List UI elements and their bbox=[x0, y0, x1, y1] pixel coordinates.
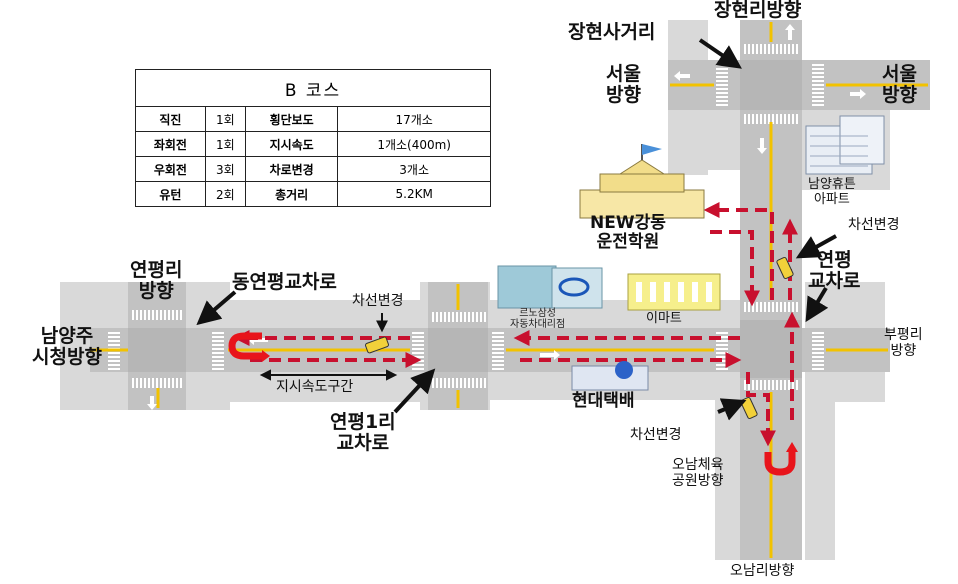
lane-change-cars bbox=[365, 256, 794, 420]
speed-zone-bracket bbox=[259, 369, 398, 381]
hyundai-delivery-building bbox=[571, 361, 649, 391]
table-row: 직진 1회 횡단보도 17개소 bbox=[135, 106, 491, 132]
table-key: 총거리 bbox=[244, 181, 339, 207]
table-value: 3회 bbox=[204, 156, 246, 182]
course-summary-table: B 코스 직진 1회 횡단보도 17개소 좌회전 1회 지시속도 1개소(400… bbox=[135, 69, 491, 207]
table-value: 1회 bbox=[204, 131, 246, 157]
table-value: 1회 bbox=[204, 106, 246, 132]
center-lines bbox=[90, 22, 928, 558]
table-row: 좌회전 1회 지시속도 1개소(400m) bbox=[135, 131, 491, 157]
driving-school-building bbox=[579, 144, 705, 219]
table-key: 유턴 bbox=[135, 181, 206, 207]
label-lane-change-w: 차선변경 bbox=[352, 293, 404, 309]
label-janghyeon-junction: 장현사거리 bbox=[568, 21, 656, 43]
pointer-arrows bbox=[196, 38, 837, 421]
apartment-building bbox=[805, 115, 885, 175]
label-lane-change-ne: 차선변경 bbox=[848, 217, 900, 233]
table-key: 지시속도 bbox=[244, 131, 339, 157]
table-value: 2회 bbox=[204, 181, 246, 207]
label-hyundai-delivery: 현대택배 bbox=[572, 391, 635, 411]
emart-building bbox=[627, 273, 721, 311]
label-onamri: 오남리방향 bbox=[730, 563, 795, 579]
label-janghyeonri: 장현리방향 bbox=[714, 0, 802, 21]
table-title: B 코스 bbox=[135, 69, 491, 107]
table-key: 우회전 bbox=[135, 156, 206, 182]
label-speed-zone: 지시속도구간 bbox=[276, 379, 354, 395]
uturn-heads bbox=[262, 350, 798, 452]
table-value: 5.2KM bbox=[337, 181, 491, 207]
intersections bbox=[128, 60, 802, 378]
table-value: 3개소 bbox=[337, 156, 491, 182]
label-dongyeonpyeong: 동연평교차로 bbox=[232, 271, 337, 293]
table-value: 17개소 bbox=[337, 106, 491, 132]
table-row: 우회전 3회 차로변경 3개소 bbox=[135, 156, 491, 182]
table-key: 차로변경 bbox=[244, 156, 339, 182]
label-lane-change-s: 차선변경 bbox=[630, 427, 682, 443]
renault-building bbox=[497, 265, 603, 309]
crosswalks bbox=[108, 44, 824, 390]
table-row: 유턴 2회 총거리 5.2KM bbox=[135, 181, 491, 207]
table-key: 횡단보도 bbox=[244, 106, 339, 132]
uturn-marks bbox=[228, 332, 796, 476]
label-emart: 이마트 bbox=[646, 311, 682, 326]
table-key: 직진 bbox=[135, 106, 206, 132]
table-value: 1개소(400m) bbox=[337, 131, 491, 157]
table-key: 좌회전 bbox=[135, 131, 206, 157]
